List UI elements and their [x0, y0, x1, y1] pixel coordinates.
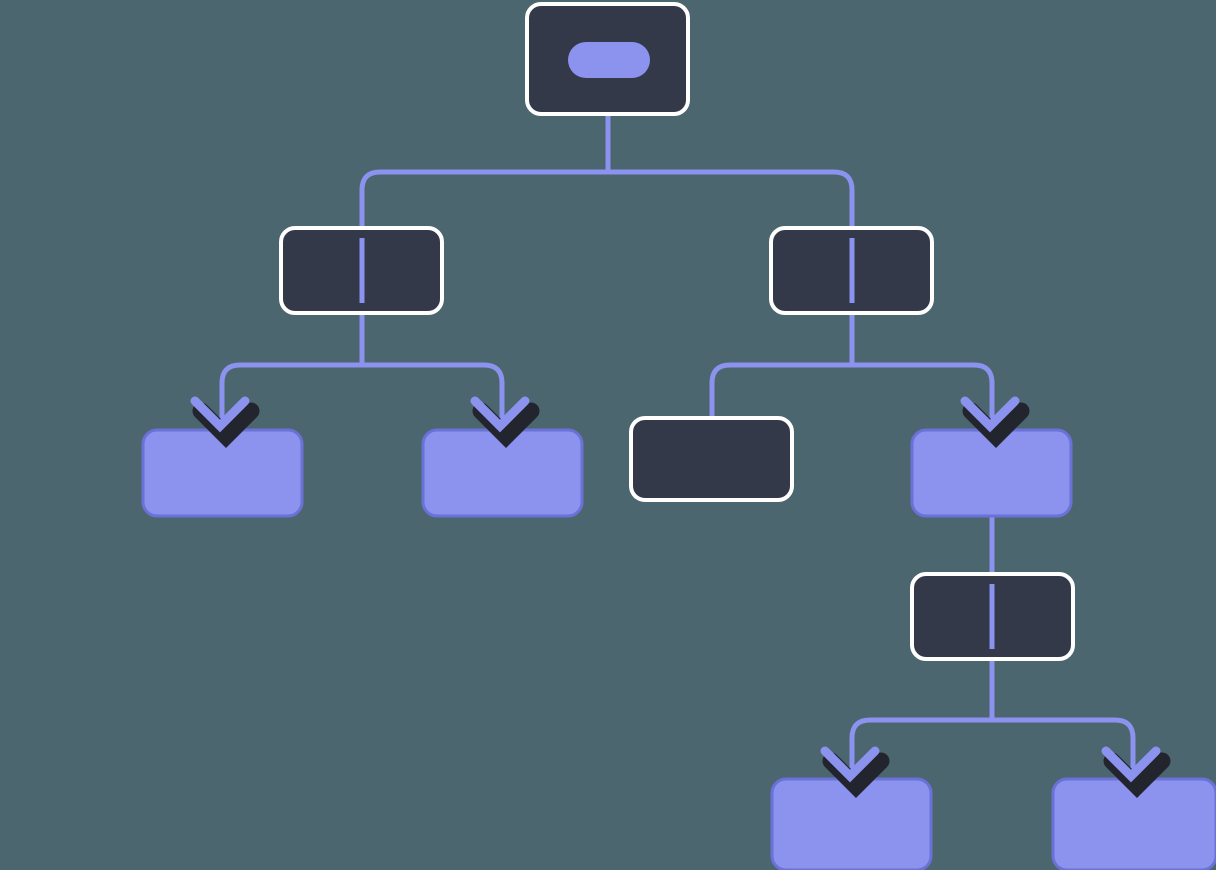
connector-level4-to-leaf-right[interactable]	[992, 717, 1136, 784]
inner-line-layer	[359, 238, 995, 649]
arrowhead-icon	[820, 746, 890, 799]
connector-root-to-level2-left[interactable]	[359, 169, 608, 365]
root-node[interactable]	[525, 2, 690, 116]
connector-level2-left-to-leaf-b[interactable]	[362, 362, 505, 434]
arrowhead-chevron-icon	[1101, 746, 1161, 783]
connector-level2-right-to-leaf-d[interactable]	[852, 362, 995, 434]
node-pill-badge	[568, 42, 650, 78]
dark-node-body[interactable]	[629, 416, 794, 502]
arrowhead-chevron-icon	[960, 396, 1020, 433]
arrowhead-layer	[190, 396, 1171, 799]
arrowhead-icon	[470, 396, 540, 449]
node-layer	[141, 2, 1216, 870]
arrowhead-chevron-icon	[190, 396, 250, 433]
connector-root-to-level2-right[interactable]	[608, 169, 855, 365]
connector-level2-right-to-level3-dark[interactable]	[709, 362, 852, 420]
arrowhead-chevron-icon	[470, 396, 530, 433]
connector-level4-to-leaf-left[interactable]	[849, 717, 992, 784]
arrowhead-icon	[960, 396, 1030, 449]
connector-layer	[219, 60, 1136, 784]
connector-level2-left-to-leaf-a[interactable]	[219, 362, 362, 434]
arrowhead-icon	[1101, 746, 1171, 799]
arrowhead-chevron-icon	[820, 746, 880, 783]
level3-dark-node[interactable]	[629, 416, 794, 502]
arrowhead-icon	[190, 396, 260, 449]
